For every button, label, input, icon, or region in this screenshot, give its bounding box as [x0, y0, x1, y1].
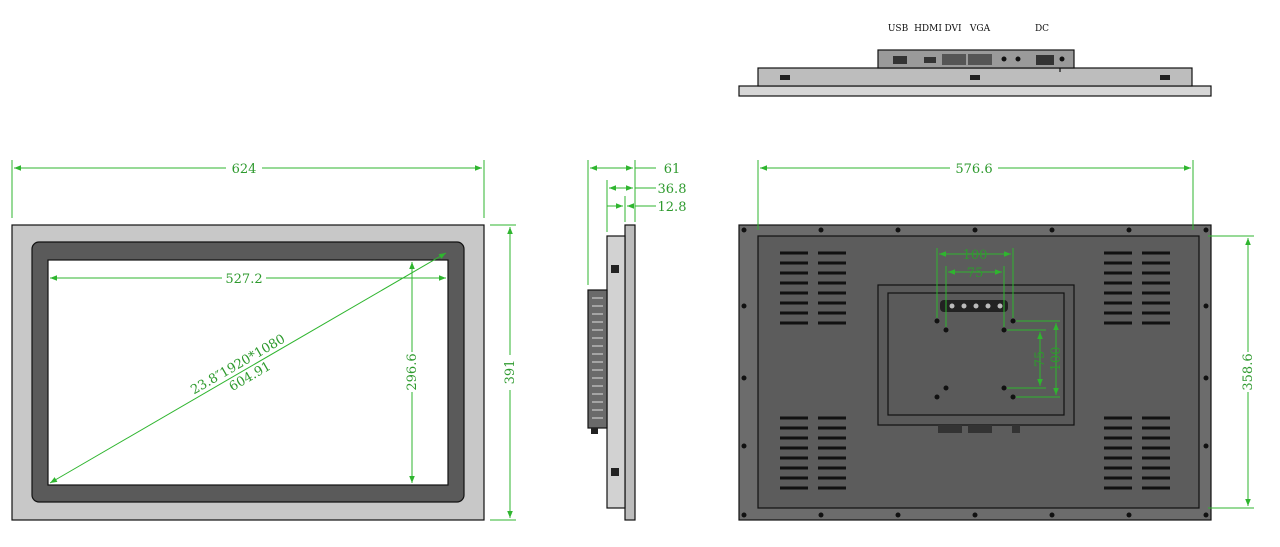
side-view: 61 36.8 12.8: [587, 160, 687, 521]
dvi-port-label: DVI: [944, 24, 962, 34]
vesa-outer-v-label: 100: [1049, 347, 1064, 372]
overall-width-label: 624: [232, 162, 257, 177]
body-depth-label: 36.8: [658, 182, 687, 197]
cutout-height-label: 358.6: [1241, 353, 1256, 390]
vesa-inner-h-label: 75: [967, 266, 984, 281]
vga-port-label: VGA: [969, 24, 991, 34]
vesa-outer-h-label: 100: [963, 248, 988, 263]
top-view: USB HDMI DVI VGA DC: [738, 24, 1212, 97]
vesa-inner-v-label: 75: [1033, 351, 1048, 368]
vent-groups: [780, 251, 1170, 490]
front-depth-label: 12.8: [658, 200, 687, 215]
front-view: 624 527.2 296.6 391 23.8″1920*1080 604.9…: [11, 160, 518, 521]
vent-slots: [592, 297, 603, 419]
overall-height-label: 391: [503, 360, 518, 385]
vesa-holes: [934, 318, 1016, 400]
total-depth-label: 61: [664, 162, 681, 177]
active-height-label: 296.6: [405, 353, 420, 390]
rear-view: 576.6 358.6 100 75 75 100: [738, 160, 1256, 521]
usb-port-label: USB: [888, 24, 909, 34]
hdmi-port-label: HDMI: [914, 24, 942, 34]
active-width-label: 527.2: [225, 272, 262, 287]
dc-port-label: DC: [1035, 24, 1049, 34]
perimeter-screws: [741, 227, 1209, 518]
cutout-width-label: 576.6: [955, 162, 992, 177]
